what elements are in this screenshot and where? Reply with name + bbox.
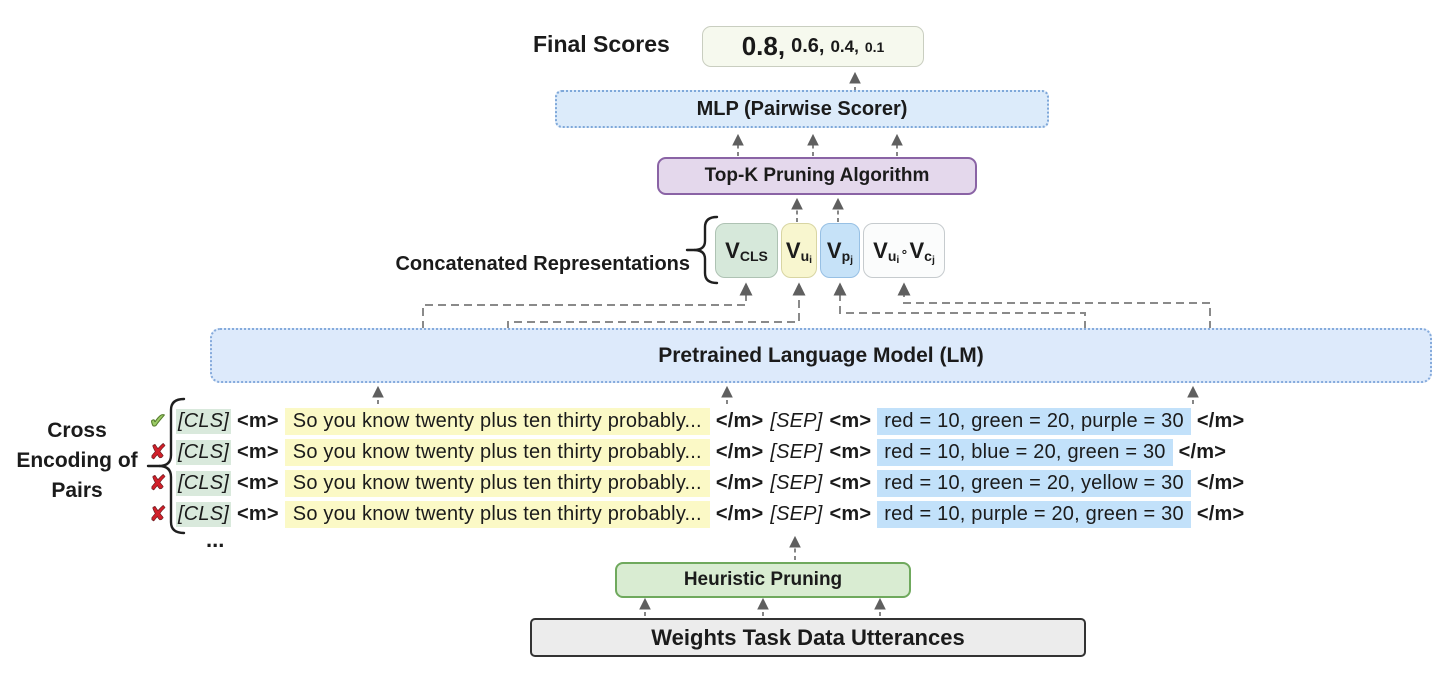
pair-row: ✘ [CLS] <m> So you know twenty plus ten … [146, 437, 1416, 468]
rep-vu-subsub: i [809, 253, 813, 266]
pair-row: ✘ [CLS] <m> So you know twenty plus ten … [146, 468, 1416, 499]
candidate-segment: red = 10, green = 20, purple = 30 [877, 408, 1191, 435]
m-open-token: <m> [829, 410, 872, 432]
weights-task-data-box: Weights Task Data Utterances [530, 618, 1086, 657]
elbow-lm-to-vp [833, 282, 1086, 329]
m-open-token: <m> [237, 472, 279, 494]
m-open-token: <m> [237, 503, 279, 525]
x-icon: ✘ [149, 472, 167, 496]
encoded-pair-rows: ✔ [CLS] <m> So you know twenty plus ten … [146, 406, 1416, 552]
m-close-token: </m> [715, 503, 764, 525]
m-open-token: <m> [829, 503, 872, 525]
sep-token: [SEP] [770, 410, 823, 432]
brace-representations [693, 215, 719, 285]
rep-h-s2: c [924, 247, 932, 264]
rep-vcls-sub: CLS [739, 247, 768, 264]
candidate-segment: red = 10, green = 20, yellow = 30 [877, 470, 1191, 497]
check-icon: ✔ [149, 409, 168, 433]
final-scores-box: 0.8, 0.6, 0.4, 0.1 [702, 26, 924, 67]
m-close-token: </m> [715, 410, 764, 432]
m-open-token: <m> [237, 410, 279, 432]
m-close-token: </m> [715, 441, 764, 463]
rep-h-v1: V [873, 237, 888, 263]
rep-h-ss1: i [896, 253, 900, 266]
final-scores-label: Final Scores [533, 31, 670, 57]
cross-encoding-line1: Cross [47, 419, 107, 442]
m-open-token: <m> [829, 472, 872, 494]
sep-token: [SEP] [770, 441, 823, 463]
score-value: 0.6, [791, 35, 825, 57]
score-value: 0.8, [741, 31, 786, 61]
utterance-segment: So you know twenty plus ten thirty proba… [284, 439, 710, 466]
rows-ellipsis: ... [206, 527, 225, 552]
rep-vu-sub: u [800, 247, 810, 264]
hadamard-operator-icon: ∘ [900, 243, 909, 259]
sep-token: [SEP] [770, 503, 823, 525]
m-close-token: </m> [1196, 472, 1245, 494]
rep-h-s1: u [887, 247, 897, 264]
elbow-lm-to-vhadamard [897, 282, 1211, 329]
m-close-token: </m> [1196, 410, 1245, 432]
m-close-token: </m> [1178, 441, 1227, 463]
heuristic-pruning-box: Heuristic Pruning [615, 562, 911, 598]
utterance-segment: So you know twenty plus ten thirty proba… [284, 501, 710, 528]
candidate-segment: red = 10, blue = 20, green = 30 [877, 439, 1173, 466]
rep-vcls-main: V [725, 237, 740, 263]
rep-vp-main: V [826, 237, 842, 263]
elbow-lm-to-vu [507, 282, 806, 329]
cross-encoding-label: Cross Encoding of Pairs [0, 416, 154, 506]
cross-encoding-line3: Pairs [51, 479, 103, 502]
x-icon: ✘ [149, 441, 167, 465]
m-open-token: <m> [237, 441, 279, 463]
cls-token: [CLS] [176, 502, 232, 527]
utterance-segment: So you know twenty plus ten thirty proba… [284, 408, 710, 435]
pretrained-lm-box: Pretrained Language Model (LM) [210, 328, 1432, 383]
cross-encoding-line2: Encoding of [16, 449, 138, 472]
concatenated-representations-label: Concatenated Representations [395, 253, 690, 275]
score-value: 0.1 [864, 38, 885, 55]
mlp-pairwise-scorer-box: MLP (Pairwise Scorer) [555, 90, 1049, 128]
sep-token: [SEP] [770, 472, 823, 494]
cls-token: [CLS] [176, 440, 232, 465]
score-value: 0.4, [830, 36, 859, 56]
x-icon: ✘ [149, 503, 167, 527]
pair-row: ✔ [CLS] <m> So you know twenty plus ten … [146, 406, 1416, 437]
rep-vu-main: V [785, 237, 801, 263]
rep-vp-subsub: j [850, 253, 854, 266]
elbow-lm-to-vcls [422, 282, 753, 329]
pair-row: ✘ [CLS] <m> So you know twenty plus ten … [146, 499, 1416, 530]
cls-token: [CLS] [176, 471, 232, 496]
cls-token: [CLS] [176, 409, 232, 434]
rep-vp-sub: p [841, 247, 851, 264]
m-close-token: </m> [1196, 503, 1245, 525]
m-close-token: </m> [715, 472, 764, 494]
m-open-token: <m> [829, 441, 872, 463]
rep-h-v2: V [909, 237, 925, 263]
rep-h-ss2: j [931, 253, 935, 266]
utterance-segment: So you know twenty plus ten thirty proba… [284, 470, 710, 497]
candidate-segment: red = 10, purple = 20, green = 30 [877, 501, 1191, 528]
topk-pruning-box: Top-K Pruning Algorithm [657, 157, 977, 195]
